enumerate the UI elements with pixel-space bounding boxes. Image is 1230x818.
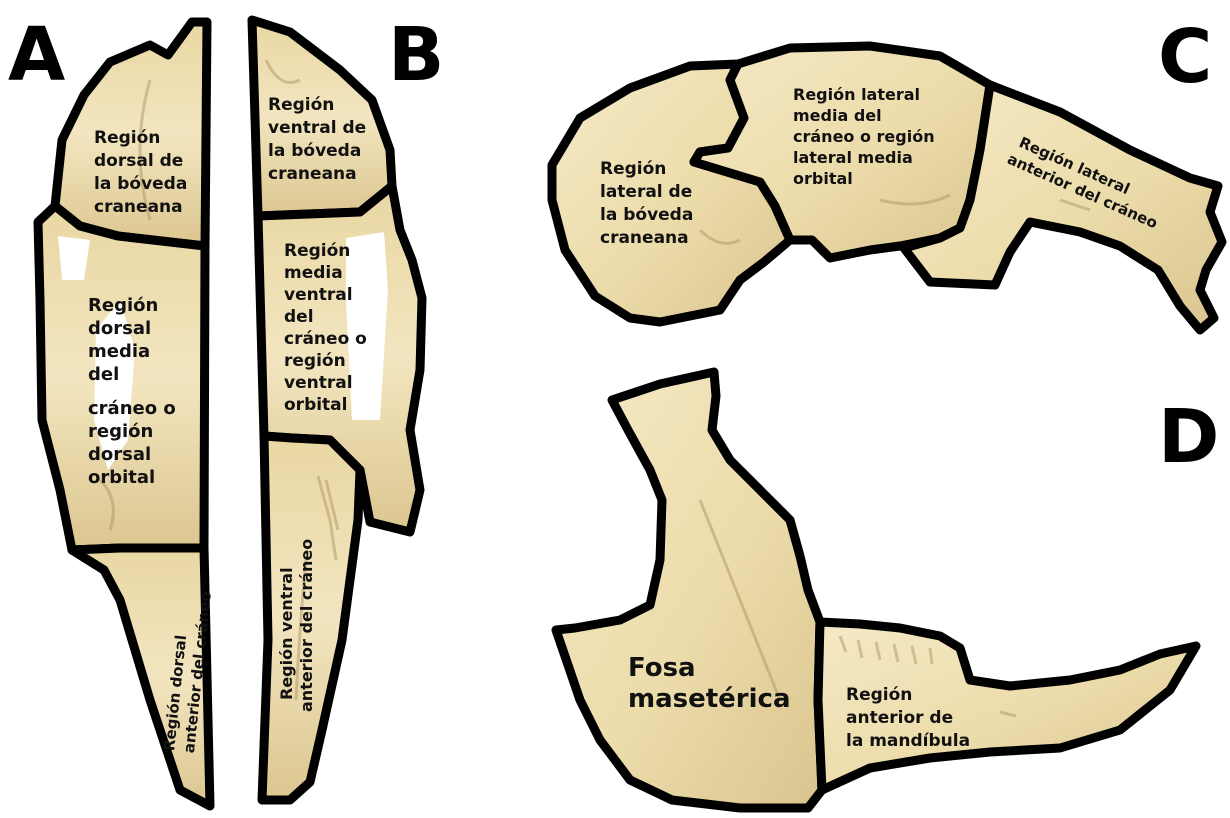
label-line: Región lateral (793, 85, 920, 104)
panel-letter-c: C (1158, 14, 1212, 100)
region-b-ventral-anterior-label: Región ventral anterior del cráneo (277, 539, 316, 712)
svg-text:Región ventral anterio: Región ventral anterior del cráneo (277, 539, 316, 712)
label-line: anterior del cráneo (297, 539, 316, 712)
label-line: orbital (284, 395, 347, 415)
label-line: ventral (284, 285, 353, 305)
panel-letter-d: D (1158, 394, 1219, 480)
panel-letter-b: B (388, 12, 444, 98)
label-line: la bóveda (94, 174, 187, 194)
label-line: craneana (268, 164, 357, 184)
label-line: Región (88, 295, 158, 316)
label-line: del (284, 307, 314, 327)
label-line: la mandíbula (846, 731, 970, 751)
label-line: media (284, 263, 343, 283)
label-line: lateral media (793, 148, 913, 167)
region-d-mandibula-anterior (818, 622, 1196, 790)
label-line: Región (846, 685, 912, 705)
label-line: cráneo o región (793, 127, 935, 146)
label-line: Región (94, 128, 160, 148)
label-line: región (88, 421, 153, 442)
label-line: orbital (793, 169, 853, 188)
label-line: del (88, 364, 119, 385)
label-line: cráneo o (88, 398, 176, 419)
region-d-fosa-masseterica (556, 372, 822, 808)
label-line: ventral de (268, 118, 366, 138)
label-line: Región (284, 241, 350, 261)
label-line: dorsal de (94, 151, 183, 171)
panel-b: B Región ventral de la bóveda craneana R… (252, 12, 444, 800)
label-line: dorsal (88, 318, 151, 339)
label-line: región (284, 351, 346, 371)
label-line: cráneo o (284, 329, 367, 349)
label-line: la bóveda (268, 141, 361, 161)
panel-a: A Región dorsal de la bóveda craneana Re… (8, 12, 215, 806)
panel-c: C Región lateral de la bóveda craneana R… (552, 14, 1222, 330)
label-line: Región ventral (277, 567, 296, 700)
label-line: lateral de (600, 182, 692, 202)
label-line: craneana (94, 197, 183, 217)
label-line: ventral (284, 373, 353, 393)
label-line: Región (600, 159, 666, 179)
label-line: Región (268, 95, 334, 115)
label-line: dorsal (88, 444, 151, 465)
label-line: media del (793, 106, 882, 125)
panel-letter-a: A (8, 12, 65, 98)
panel-d: D Fosa masetérica Región anterior de la … (556, 372, 1219, 808)
label-line: anterior de (846, 708, 953, 728)
label-line: orbital (88, 467, 155, 488)
label-line: masetérica (628, 684, 791, 714)
label-line: Fosa (628, 653, 696, 683)
label-line: media (88, 341, 150, 362)
label-line: craneana (600, 228, 689, 248)
label-line: la bóveda (600, 205, 693, 225)
